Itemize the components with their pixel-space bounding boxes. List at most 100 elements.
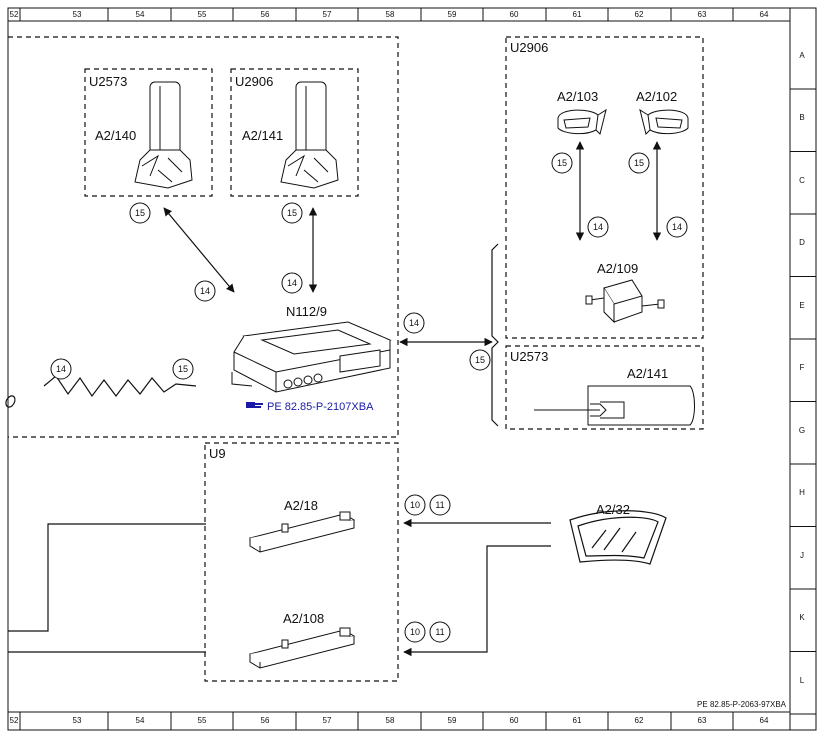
col-label: 63 <box>698 10 707 19</box>
row-label: G <box>799 426 805 435</box>
connection-arrow <box>163 207 235 293</box>
component-label-n112-9: N112/9 <box>286 304 327 319</box>
col-label: 59 <box>448 716 457 725</box>
col-label: 60 <box>510 10 519 19</box>
callout-circle <box>666 216 688 238</box>
callout-number: 11 <box>435 500 444 510</box>
callout-circle <box>429 494 451 516</box>
col-label: 53 <box>73 716 82 725</box>
row-label: L <box>800 676 805 685</box>
callout-circle <box>281 272 303 294</box>
col-label: 58 <box>386 716 395 725</box>
mirror-a2-103-icon <box>557 108 607 135</box>
document-code: PE 82.85-P-2063-97XBA <box>697 700 787 709</box>
callout-number: 14 <box>672 222 682 232</box>
col-label: 62 <box>635 716 644 725</box>
callout-number: 15 <box>475 355 485 365</box>
grid-column-labels-bottom: 52 53 54 55 56 57 58 59 60 61 62 63 64 <box>10 716 769 725</box>
grid-row-ticks <box>790 88 816 715</box>
reference-link-text[interactable]: PE 82.85-P-2107XBA <box>267 401 374 413</box>
group-label-u9: U9 <box>209 446 226 461</box>
row-label: B <box>799 113 804 122</box>
callout-circle <box>404 621 426 643</box>
col-label: 54 <box>136 716 145 725</box>
callout-circle <box>429 621 451 643</box>
group-label-u2906: U2906 <box>235 74 273 89</box>
callout-circle <box>194 280 216 302</box>
col-label: 54 <box>136 10 145 19</box>
component-label-a2-109: A2/109 <box>597 261 638 276</box>
col-label: 53 <box>73 10 82 19</box>
group-label-u2573-right: U2573 <box>510 349 548 364</box>
drawing-frame <box>7 7 817 731</box>
callout-circle <box>50 358 72 380</box>
callout-number: 11 <box>435 627 444 637</box>
grid-row-labels: A B C D E F G H J K L <box>799 51 805 685</box>
col-label: 56 <box>261 10 270 19</box>
component-label-a2-140: A2/140 <box>95 128 136 143</box>
callout-circle <box>129 202 151 224</box>
callout-circle <box>172 358 194 380</box>
callout-number: 14 <box>287 278 297 288</box>
row-label: H <box>799 488 805 497</box>
component-label-a2-18: A2/18 <box>284 498 318 513</box>
col-label: 61 <box>573 10 582 19</box>
wireless-link-zigzag <box>43 375 197 398</box>
component-label-a2-141-right: A2/141 <box>627 366 668 381</box>
col-label: 52 <box>10 716 19 725</box>
group-box-u2906-left <box>230 68 359 197</box>
col-label: 60 <box>510 716 519 725</box>
callout-number: 15 <box>178 364 188 374</box>
row-label: F <box>800 363 805 372</box>
callout-circle <box>403 312 425 334</box>
component-label-a2-102: A2/102 <box>636 89 677 104</box>
callout-number: 14 <box>593 222 603 232</box>
callout-circle <box>628 152 650 174</box>
amplifier-a2-18-icon <box>248 511 356 553</box>
module-a2-109-icon <box>585 279 665 324</box>
callout-circle <box>404 494 426 516</box>
col-label: 56 <box>261 716 270 725</box>
bracket <box>491 243 499 427</box>
col-label: 52 <box>10 10 19 19</box>
row-label: D <box>799 238 805 247</box>
group-box-u2906-right <box>505 36 704 339</box>
cable-line <box>8 523 206 632</box>
col-label: 62 <box>635 10 644 19</box>
amplifier-a2-108-icon <box>248 627 356 669</box>
col-label: 57 <box>323 716 332 725</box>
grid-column-ticks <box>19 8 734 730</box>
callout-circle <box>587 216 609 238</box>
callout-number: 15 <box>287 208 297 218</box>
col-label: 57 <box>323 10 332 19</box>
group-box-u2573-right <box>505 345 704 430</box>
reference-link[interactable]: PE 82.85-P-2107XBA <box>246 401 374 413</box>
col-label: 58 <box>386 10 395 19</box>
component-label-a2-108: A2/108 <box>283 611 324 626</box>
component-label-a2-103: A2/103 <box>557 89 598 104</box>
row-label: K <box>799 613 805 622</box>
col-label: 55 <box>198 10 207 19</box>
antenna-a2-140-icon <box>134 81 193 189</box>
callout-circle <box>281 202 303 224</box>
col-label: 64 <box>760 716 769 725</box>
connection-arrow <box>403 545 551 657</box>
group-box-u2573-left <box>84 68 213 197</box>
pointing-hand-icon <box>246 402 263 408</box>
component-label-a2-32: A2/32 <box>596 502 630 517</box>
callout-number: 10 <box>410 500 420 510</box>
callout-number: 14 <box>200 286 210 296</box>
main-group-box <box>8 36 399 438</box>
row-label: J <box>800 551 804 560</box>
control-unit-n112-9-icon <box>231 321 392 393</box>
row-label: C <box>799 176 805 185</box>
callout-circle <box>469 349 491 371</box>
antenna-a2-141-right-icon <box>534 385 695 426</box>
group-label-u2573: U2573 <box>89 74 127 89</box>
col-label: 59 <box>448 10 457 19</box>
mirror-a2-102-icon <box>639 108 689 135</box>
windscreen-a2-32-icon <box>569 510 667 565</box>
antenna-a2-141-icon <box>280 81 339 189</box>
col-label: 64 <box>760 10 769 19</box>
